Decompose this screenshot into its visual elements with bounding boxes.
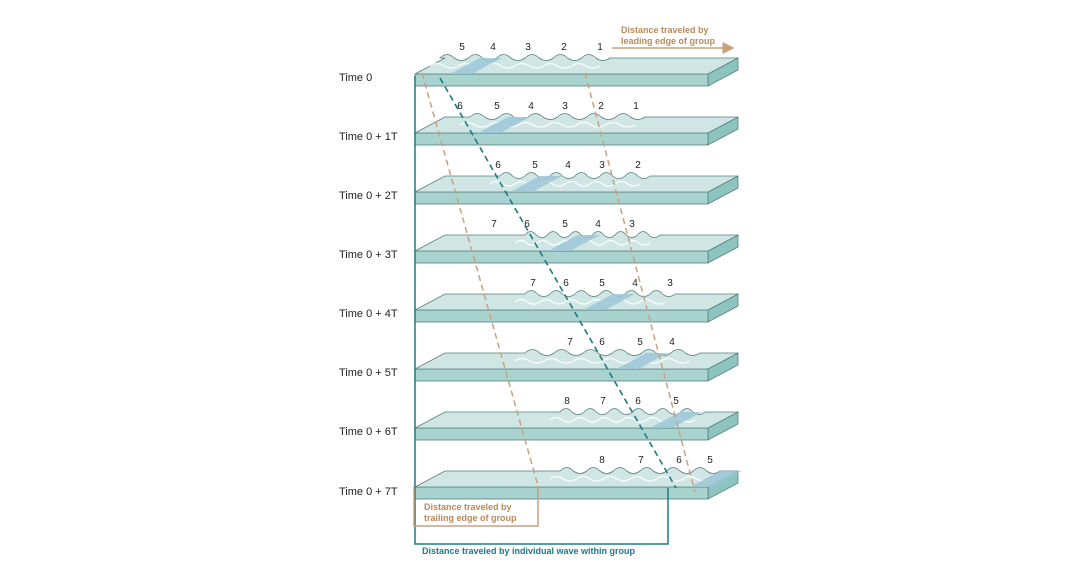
trailing-caption-line2: trailing edge of group (424, 513, 517, 523)
wave-number: 3 (562, 101, 568, 112)
wave-number: 7 (491, 219, 497, 230)
wave-number: 4 (565, 160, 571, 171)
tracked-wave-band (478, 117, 530, 133)
tracked-wave-band (583, 294, 635, 310)
wave-number: 5 (673, 396, 679, 407)
surface-ripple (514, 357, 691, 364)
wave-number: 4 (632, 278, 638, 289)
slab-front (414, 486, 709, 500)
time-label-2: Time 0 + 2T (339, 190, 398, 202)
wave-number: 7 (567, 337, 573, 348)
wave-number: 7 (638, 455, 644, 466)
wave-number: 5 (637, 337, 643, 348)
wave-number: 7 (600, 396, 606, 407)
slab-top (414, 172, 739, 193)
trailing-edge-box (413, 486, 539, 527)
slab-front (414, 427, 709, 441)
time-label-1: Time 0 + 1T (339, 131, 398, 143)
leading-caption-line2: leading edge of group (621, 36, 716, 46)
wave-number: 3 (667, 278, 673, 289)
wave-number: 4 (595, 219, 601, 230)
individual-wave-track (439, 77, 677, 489)
wave-number: 8 (564, 396, 570, 407)
slab-front (414, 309, 709, 323)
slab-row (414, 408, 739, 441)
trailing-caption-line1: Distance traveled by (424, 502, 512, 512)
wave-number: 6 (676, 455, 682, 466)
wave-number: 2 (635, 160, 641, 171)
time-label-4: Time 0 + 4T (339, 308, 398, 320)
wave-number: 5 (599, 278, 605, 289)
time-label-3: Time 0 + 3T (339, 249, 398, 261)
wave-number: 6 (524, 219, 530, 230)
wave-number: 1 (597, 42, 603, 53)
surface-ripple (489, 180, 641, 187)
overlay-layer: Distance traveled by leading edge of gro… (413, 25, 735, 556)
slab-layer: 5 4 3 2 1 6 5 4 3 2 1 6 5 4 3 2 7 6 5 4 3 7 6 5 4 3 7 6 5 4 8 7 6 5 8 7 6 5 (414, 42, 742, 500)
wave-number: 7 (530, 278, 536, 289)
slab-row (414, 231, 739, 264)
wave-number: 6 (457, 101, 463, 112)
tracked-wave-band (690, 471, 742, 487)
wave-number: 3 (525, 42, 531, 53)
slab-row (414, 172, 739, 205)
individual-caption: Distance traveled by individual wave wit… (422, 546, 636, 556)
tracked-wave-band (548, 235, 600, 251)
slab-top (414, 290, 739, 311)
surface-ripple (514, 298, 666, 305)
wave-number: 4 (490, 42, 496, 53)
trailing-edge-track (421, 72, 539, 487)
wave-number: 5 (707, 455, 713, 466)
wave-number: 3 (629, 219, 635, 230)
time-label-7: Time 0 + 7T (339, 486, 398, 498)
tracked-wave-band (510, 176, 562, 192)
wave-number: 4 (528, 101, 534, 112)
slab-row (414, 290, 739, 323)
surface-ripple (549, 475, 711, 482)
slab-row (414, 467, 742, 500)
tracked-wave-band (616, 353, 668, 369)
slab-front (414, 132, 709, 146)
slab-row (414, 113, 739, 146)
wave-number: 3 (599, 160, 605, 171)
wave-number: 5 (562, 219, 568, 230)
wave-number: 6 (635, 396, 641, 407)
wave-number: 5 (532, 160, 538, 171)
time-label-5: Time 0 + 5T (339, 367, 398, 379)
tracked-wave-band (450, 58, 502, 74)
time-label-0: Time 0 (339, 72, 373, 84)
leading-edge-track (584, 72, 696, 493)
surface-ripple (459, 121, 636, 128)
wave-number: 5 (459, 42, 465, 53)
time-label-6: Time 0 + 6T (339, 426, 398, 438)
wave-number: 2 (598, 101, 604, 112)
individual-wave-bracket (414, 76, 669, 545)
leading-caption-line1: Distance traveled by (621, 25, 709, 35)
wave-number: 4 (669, 337, 675, 348)
wave-number: 2 (561, 42, 567, 53)
slab-front (414, 250, 709, 264)
wave-number: 5 (494, 101, 500, 112)
tracked-wave-band (650, 412, 702, 428)
wave-number: 6 (495, 160, 501, 171)
slab-top (414, 467, 739, 488)
wave-number: 8 (599, 455, 605, 466)
surface-ripple (429, 62, 601, 69)
slab-row (414, 349, 739, 382)
wave-number: 6 (563, 278, 569, 289)
wave-number: 6 (599, 337, 605, 348)
slab-front (414, 73, 709, 87)
wave-number: 1 (633, 101, 639, 112)
slab-row (414, 54, 739, 87)
